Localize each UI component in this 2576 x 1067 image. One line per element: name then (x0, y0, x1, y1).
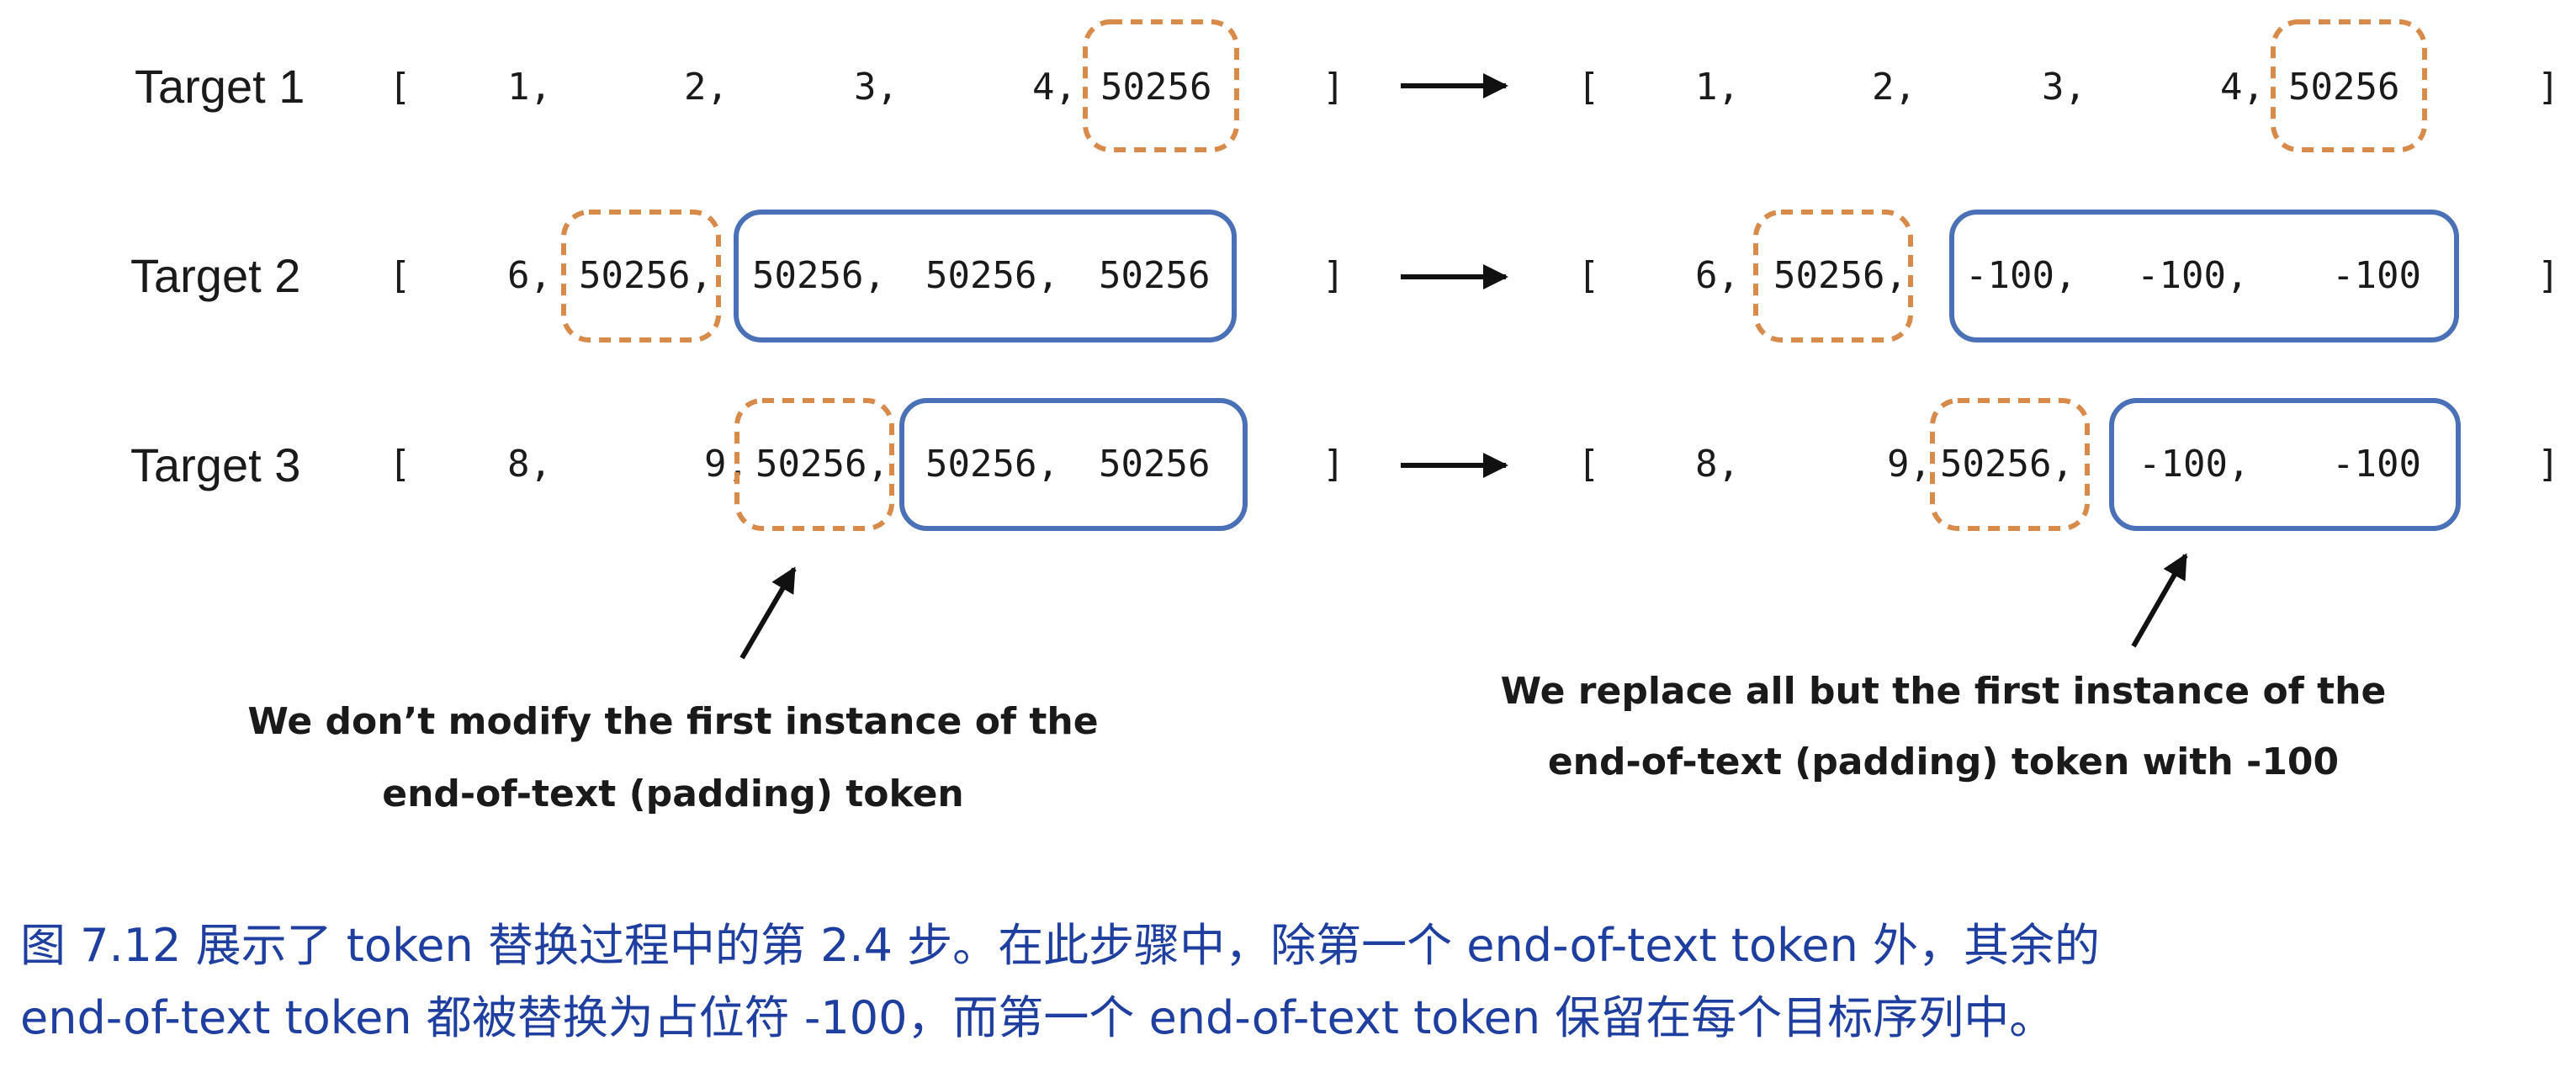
row-label: Target 2 (130, 249, 300, 302)
open-bracket: [ (1577, 254, 1600, 297)
token-first-eot: 50256, (755, 443, 889, 486)
first-eot-dashed-box (1083, 19, 1239, 152)
first-eot-dashed-box (561, 210, 721, 342)
row-target-3: Target 3 [ 8, 9, 50256, 50256, 50256 ] [… (130, 398, 2560, 531)
token-padding: 50256 (1099, 254, 1210, 297)
right-sequence: [ 8, 9, 50256, -100, -100 ] (1577, 398, 2560, 531)
annotation-line: end-of-text (padding) token (382, 772, 964, 815)
row-label: Target 1 (135, 60, 305, 113)
open-bracket: [ (389, 443, 411, 486)
first-eot-dashed-box (1753, 210, 1913, 342)
token-padding: 50256 (1099, 443, 1210, 486)
annotation-line: We replace all but the first instance of… (1501, 670, 2387, 713)
first-eot-dashed-box (734, 398, 894, 531)
open-bracket: [ (1577, 443, 1600, 486)
left-sequence: [ 8, 9, 50256, 50256, 50256 ] (389, 398, 1345, 531)
right-pointer-arrow-icon (2131, 553, 2188, 648)
token: 8, (1695, 443, 1740, 486)
token: 9, (704, 443, 749, 486)
padding-tokens-box (899, 398, 1248, 531)
token: 3, (854, 66, 898, 109)
right-sequence: [ 6, 50256, -100, -100, -100 ] (1577, 210, 2560, 342)
right-sequence: [ 1, 2, 3, 4, 50256 ] (1577, 19, 2560, 152)
figure-caption: 图 7.12 展示了 token 替换过程中的第 2.4 步。在此步骤中，除第一… (20, 919, 2100, 1044)
left-pointer-arrow-icon (739, 566, 797, 660)
token-replaced: -100 (2332, 254, 2421, 297)
row-target-2: Target 2 [ 6, 50256, 50256, 50256, 50256… (130, 210, 2560, 342)
token-first-eot: 50256 (1100, 66, 1211, 109)
annotation-line: We don’t modify the first instance of th… (247, 700, 1098, 743)
token-replaced: -100, (2139, 443, 2250, 486)
open-bracket: [ (1577, 66, 1600, 109)
token: 2, (1872, 66, 1916, 109)
token-first-eot: 50256 (2288, 66, 2399, 109)
close-bracket: ] (2537, 254, 2560, 297)
close-bracket: ] (1322, 443, 1345, 486)
caption-line: 图 7.12 展示了 token 替换过程中的第 2.4 步。在此步骤中，除第一… (20, 919, 2100, 972)
token: 2, (684, 66, 729, 109)
token-padding: 50256, (752, 254, 886, 297)
row-label: Target 3 (130, 438, 300, 491)
token-padding: 50256, (925, 443, 1059, 486)
token: 8, (507, 443, 552, 486)
close-bracket: ] (1322, 66, 1345, 109)
close-bracket: ] (2537, 443, 2560, 486)
replaced-tokens-box (1949, 210, 2459, 342)
close-bracket: ] (2537, 66, 2560, 109)
token-replaced: -100, (2137, 254, 2248, 297)
token-padding: 50256, (925, 254, 1059, 297)
first-eot-dashed-box (2271, 19, 2427, 152)
token: 4, (2220, 66, 2265, 109)
replaced-tokens-box (2109, 398, 2461, 531)
first-eot-dashed-box (1930, 398, 2090, 531)
close-bracket: ] (1322, 254, 1345, 297)
padding-tokens-box (734, 210, 1237, 342)
open-bracket: [ (389, 254, 411, 297)
token-replaced: -100 (2332, 443, 2421, 486)
token-first-eot: 50256, (1940, 443, 2074, 486)
token: 6, (1695, 254, 1740, 297)
caption-line: end-of-text token 都被替换为占位符 -100，而第一个 end… (20, 991, 2054, 1044)
token-replaced: -100, (1965, 254, 2076, 297)
left-sequence: [ 1, 2, 3, 4, 50256 ] (389, 19, 1345, 152)
left-annotation: We don’t modify the first instance of th… (247, 700, 1098, 815)
token: 4, (1032, 66, 1077, 109)
token: 6, (507, 254, 552, 297)
token: 1, (507, 66, 552, 109)
token-first-eot: 50256, (1773, 254, 1907, 297)
token: 1, (1695, 66, 1740, 109)
token: 9, (1887, 443, 1932, 486)
annotation-line: end-of-text (padding) token with -100 (1548, 741, 2339, 783)
open-bracket: [ (389, 66, 411, 109)
row-target-1: Target 1 [ 1, 2, 3, 4, 50256 ] [ 1, 2, 3… (135, 19, 2560, 152)
right-annotation: We replace all but the first instance of… (1501, 670, 2387, 783)
left-sequence: [ 6, 50256, 50256, 50256, 50256 ] (389, 210, 1345, 342)
token: 3, (2042, 66, 2086, 109)
token-first-eot: 50256, (579, 254, 713, 297)
